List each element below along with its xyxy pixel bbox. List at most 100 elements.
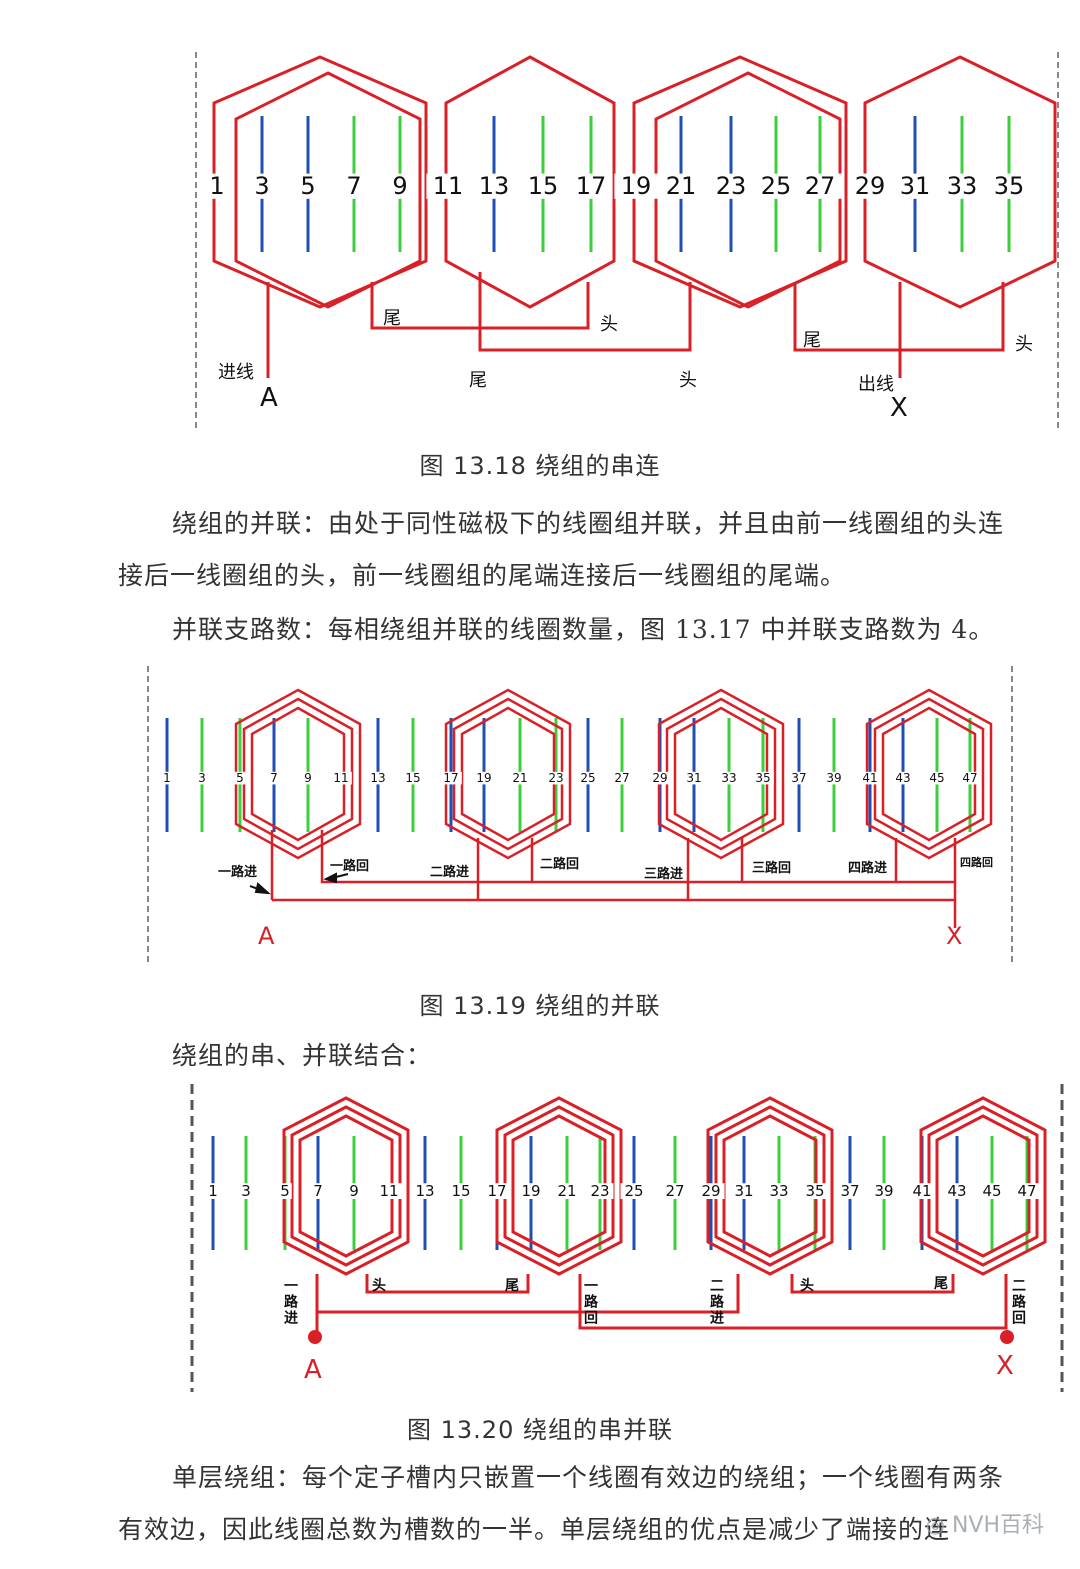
- slot-number-bg: [620, 1183, 648, 1199]
- slot-number-bg: [206, 1183, 220, 1199]
- slot-number: 19: [621, 172, 652, 200]
- slot-number: 11: [333, 771, 348, 785]
- slot-number-bg: [367, 771, 389, 785]
- slot-number: 33: [947, 172, 978, 200]
- coil-inner: [298, 1114, 394, 1258]
- coil-outer: [657, 688, 785, 860]
- slot-number: 41: [912, 1182, 931, 1200]
- slot-number-bg: [683, 771, 705, 785]
- label-head-1: 头: [372, 1277, 386, 1294]
- figure-caption: 图 13.19 绕组的并联: [419, 992, 661, 1020]
- slot-number: 47: [962, 771, 977, 785]
- slot-number-bg: [752, 771, 774, 785]
- slot-number-bg: [798, 173, 842, 199]
- slot-number-bg: [987, 173, 1031, 199]
- slot-number-bg: [765, 1183, 793, 1199]
- slot-number: 17: [443, 771, 458, 785]
- watermark-text: NVH百科: [951, 1513, 1044, 1538]
- slot-number-bg: [472, 173, 516, 199]
- slot-number-bg: [545, 771, 567, 785]
- slot-number-bg: [940, 173, 984, 199]
- terminal-x: X: [946, 922, 962, 950]
- slot-number: 25: [580, 771, 595, 785]
- paragraph-series-parallel: 绕组的串、并联结合：: [118, 1030, 1023, 1082]
- slot-number: 5: [300, 172, 315, 200]
- figure-border: [190, 1084, 1064, 1392]
- label-head-2: 头: [800, 1277, 814, 1294]
- coil-outer: [444, 688, 572, 860]
- wechat-icon: ◎: [925, 1513, 952, 1538]
- slot-number-bg: [302, 771, 314, 785]
- slot-number: 21: [557, 1182, 576, 1200]
- slot-number: 25: [761, 172, 792, 200]
- slot-number: 7: [270, 771, 278, 785]
- label-path1-back: 一路回: [582, 1278, 598, 1326]
- paragraph-parallel: 绕组的并联：由处于同性磁极下的线圈组并联，并且由前一线圈组的头连接后一线圈组的头…: [118, 498, 1023, 602]
- coil-outer: [706, 1096, 834, 1276]
- slot-number: 19: [521, 1182, 540, 1200]
- slot-number-bg: [389, 173, 411, 199]
- coil-middle: [714, 1105, 826, 1267]
- slot-number: 7: [313, 1182, 323, 1200]
- coil-group: [234, 71, 422, 309]
- label-head-1: 头: [600, 314, 618, 335]
- slot-number: 1: [208, 1182, 218, 1200]
- label-out-line: 出线: [858, 374, 894, 395]
- label-path1-in: 一路进: [218, 864, 257, 880]
- slot-number-bg: [447, 1183, 475, 1199]
- paragraph-text: 绕组的串、并联结合：: [172, 1041, 433, 1070]
- label-head-3: 头: [1015, 334, 1033, 355]
- slot-number: 9: [392, 172, 407, 200]
- coil-group: [632, 55, 848, 309]
- connection-wires: [266, 272, 1005, 378]
- coil-group: [444, 55, 616, 309]
- slot-number: 27: [614, 771, 629, 785]
- label-path1-back: 一路回: [330, 858, 369, 874]
- terminal-a: A: [258, 922, 275, 950]
- connection-wires: [270, 830, 957, 928]
- slot-number-bg: [411, 1183, 439, 1199]
- slot-number-bg: [659, 173, 703, 199]
- terminal-a-dot: [308, 1330, 322, 1344]
- slot-number: 11: [433, 172, 464, 200]
- label-path2-in: 二路进: [430, 864, 469, 880]
- slot-number: 15: [405, 771, 420, 785]
- slot-number: 37: [791, 771, 806, 785]
- terminal-a: A: [260, 383, 278, 413]
- slot-number-bg: [268, 771, 280, 785]
- coil-group: [212, 55, 428, 309]
- label-tail-3: 尾: [803, 330, 821, 351]
- connection-wires: [315, 1274, 1008, 1336]
- slot-number-bg: [278, 1183, 292, 1199]
- slot-number-bg: [661, 1183, 689, 1199]
- slot-number: 21: [512, 771, 527, 785]
- slot-number: 21: [666, 172, 697, 200]
- coil-middle: [503, 1105, 615, 1267]
- slot-number-bg: [347, 1183, 361, 1199]
- slot-number-bg: [330, 771, 352, 785]
- slot-number: 29: [855, 172, 886, 200]
- slot-number-bg: [978, 1183, 1006, 1199]
- slot-number-bg: [402, 771, 424, 785]
- label-in-line: 进线: [218, 362, 254, 383]
- slot-number-bg: [577, 771, 599, 785]
- slot-number-bg: [718, 771, 740, 785]
- slot-number: 9: [349, 1182, 359, 1200]
- slot-number-bg: [553, 1183, 581, 1199]
- slot-number-bg: [788, 771, 810, 785]
- figure-border: [195, 52, 1059, 428]
- slot-number-bg: [801, 1183, 829, 1199]
- slot-number: 35: [805, 1182, 824, 1200]
- paragraph-text: 单层绕组：每个定子槽内只嵌置一个线圈有效边的绕组；一个线圈有两条有效边，因此线圈…: [118, 1463, 1005, 1544]
- coil-inner: [935, 1114, 1031, 1258]
- coil-outer: [234, 688, 362, 860]
- label-path3-in: 三路进: [644, 866, 683, 882]
- slot-number: 43: [947, 1182, 966, 1200]
- slot-number: 3: [254, 172, 269, 200]
- slot-number: 13: [479, 172, 510, 200]
- slot-number: 9: [304, 771, 312, 785]
- slot-number-bg: [473, 771, 495, 785]
- slot-number: 27: [805, 172, 836, 200]
